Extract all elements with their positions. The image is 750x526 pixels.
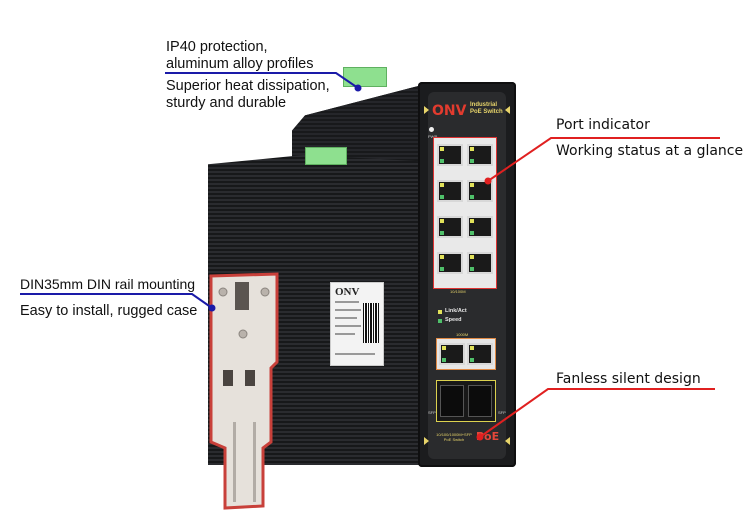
front-faceplate: ONV Industrial PoE Switch PWR 10/100M	[424, 92, 510, 459]
ethernet-port-2	[467, 144, 493, 166]
speed-led-legend	[438, 319, 442, 323]
ethernet-port-5	[437, 216, 463, 238]
ethernet-port-8	[467, 252, 493, 274]
product-label-sticker: ONV	[330, 282, 384, 366]
callout-easy-install: Easy to install, rugged case	[20, 303, 198, 319]
gigabit-port-2	[467, 343, 493, 365]
ethernet-port-6	[467, 216, 493, 238]
legend-link-act: Link/Act	[445, 308, 467, 314]
ethernet-port-3	[437, 180, 463, 202]
arrow-right-icon	[505, 106, 510, 114]
callout-sturdy: sturdy and durable	[166, 95, 287, 111]
callout-dot-left-middle	[208, 304, 216, 312]
gigabit-label: 1000M	[456, 332, 469, 337]
arrow-right-bottom-icon	[505, 437, 510, 445]
callout-port-indicator: Port indicator	[556, 117, 650, 133]
power-terminal-block-side	[305, 147, 347, 165]
barcode	[363, 303, 379, 343]
label-brand: ONV	[335, 286, 360, 298]
arrow-left-icon	[424, 106, 429, 114]
power-led	[429, 127, 434, 132]
callout-ip40: IP40 protection,	[166, 39, 268, 55]
callout-dot-top-left	[354, 84, 362, 92]
model-footer: 10/100/1000M+SFP PoE Switch	[436, 432, 472, 442]
callout-dot-fanless	[476, 433, 484, 441]
callout-line-top-left	[165, 72, 359, 89]
legend-speed: Speed	[445, 317, 462, 323]
din-rail-clip	[209, 272, 279, 510]
sfp-label-right: SFP	[498, 410, 506, 415]
callout-working-status: Working status at a glance	[556, 143, 744, 159]
sfp-slot-1	[440, 385, 464, 417]
callout-heat-dissipation: Superior heat dissipation,	[166, 78, 330, 94]
sfp-slot-2	[468, 385, 492, 417]
poe-port-group	[433, 137, 497, 289]
callout-line-port-indicator	[487, 137, 720, 182]
callout-fanless: Fanless silent design	[556, 371, 701, 387]
gigabit-port-1	[439, 343, 465, 365]
callout-dot-port-indicator	[484, 177, 492, 185]
switch-front-panel: ONV Industrial PoE Switch PWR 10/100M	[418, 82, 516, 467]
sfp-port-group	[436, 380, 496, 422]
ethernet-port-7	[437, 252, 463, 274]
ethernet-port-4	[467, 180, 493, 202]
port-group-label: 10/100M	[450, 289, 466, 294]
brand-logo: ONV	[432, 103, 467, 119]
link-led-legend	[438, 310, 442, 314]
power-label: PWR	[428, 134, 437, 139]
callout-aluminum: aluminum alloy profiles	[166, 56, 314, 72]
callout-line-left-middle	[20, 293, 213, 309]
arrow-left-bottom-icon	[424, 437, 429, 445]
ethernet-port-1	[437, 144, 463, 166]
callout-line-fanless	[479, 388, 715, 438]
callout-din-rail: DIN35mm DIN rail mounting	[20, 276, 196, 292]
gigabit-port-group	[436, 338, 496, 370]
brand-subtitle: Industrial PoE Switch	[470, 102, 503, 115]
sfp-label-left: SFP	[428, 410, 436, 415]
